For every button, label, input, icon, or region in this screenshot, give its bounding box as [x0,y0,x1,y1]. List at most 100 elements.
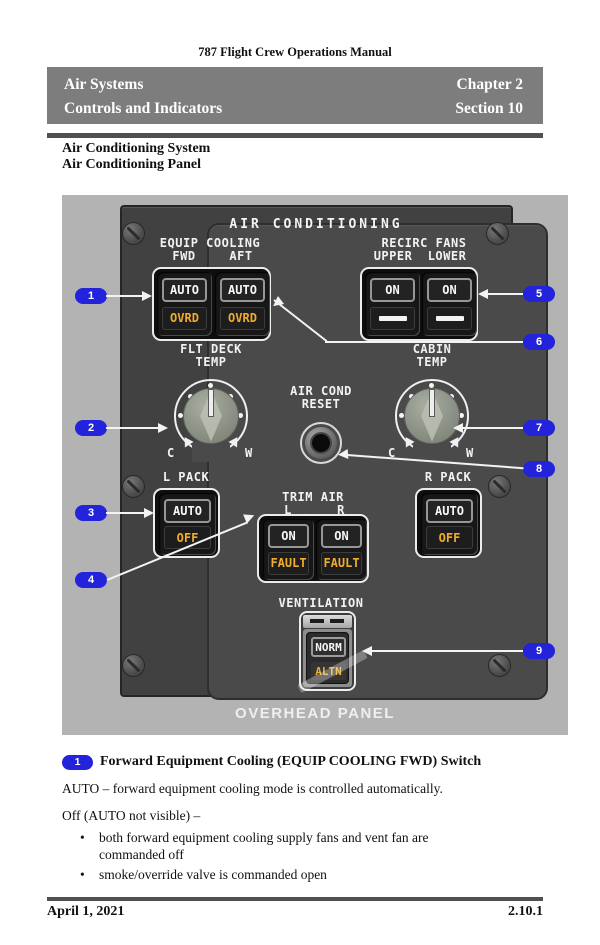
recirc-fans-switch-group: ON ON [360,267,478,341]
equip-cooling-fwd-label: FWD [172,249,196,263]
callout-line-2 [106,427,159,429]
callout-arrow-8 [337,449,349,460]
section-number: Section 10 [455,100,523,117]
cabin-temp-label-line2: TEMP [416,355,448,369]
recirc-upper-label: UPPER [373,249,413,263]
callout-badge-8: 8 [523,461,555,477]
description-bullet-list: • both forward equipment cooling supply … [80,830,480,887]
equip-cooling-fwd-switch[interactable]: AUTO OVRD [157,272,212,336]
callout-badge-2: 2 [75,420,107,436]
footer-divider [47,897,543,901]
switch-bar-icon [378,315,407,321]
callout-badge-1-inline: 1 [62,754,93,770]
screw-icon [122,475,145,498]
equip-cooling-aft-switch[interactable]: AUTO OVRD [215,272,270,336]
equip-cooling-switch-group: AUTO OVRD AUTO OVRD [152,267,271,341]
callout-badge-6: 6 [523,334,555,350]
list-item: • both forward equipment cooling supply … [80,830,429,862]
footer-page-number: 2.10.1 [508,904,543,919]
trim-air-l-label: L [284,503,292,517]
equip-cooling-aft-auto-legend: AUTO [220,278,265,303]
air-cond-reset-label-line2: RESET [301,397,341,411]
ventilation-guarded-switch[interactable]: NORM ALTN [297,611,368,694]
knob-pointer [429,389,435,417]
description-line-off: Off (AUTO not visible) – [62,808,201,823]
cold-label: C [388,446,396,460]
trim-air-r-switch[interactable]: ON FAULT [316,519,367,580]
knob-body [183,388,239,444]
recirc-lower-bar-cell [427,306,472,330]
callout-badge-4: 4 [75,572,107,588]
bullet-icon: • [80,866,85,882]
callout-badge-5: 5 [523,286,555,302]
callout-arrow-9 [362,646,372,656]
callout-arrow-5 [478,289,488,299]
list-item: • smoke/override valve is commanded open [80,866,327,882]
guard-cover: NORM ALTN [297,629,368,694]
callout-badge-7: 7 [523,420,555,436]
trim-air-switch-group: ON FAULT ON FAULT [257,514,369,583]
air-cond-reset-button[interactable] [300,422,342,464]
callout-line-6 [325,341,523,343]
chapter-subtitle: Controls and Indicators [64,100,223,117]
r-pack-switch[interactable]: AUTO OFF [421,493,478,555]
trim-air-r-label: R [337,503,345,517]
recirc-upper-bar-cell [370,306,415,330]
equip-cooling-aft-label: AFT [229,249,253,263]
recirc-lower-label: LOWER [427,249,467,263]
r-pack-label: R PACK [424,470,472,484]
callout-badge-9: 9 [523,643,555,659]
recirc-upper-on-legend: ON [370,278,415,303]
trim-air-r-fault-legend: FAULT [321,551,362,575]
recirc-lower-on-legend: ON [427,278,472,303]
l-pack-off-legend: OFF [164,526,211,550]
air-cond-reset-label-line1: AIR COND [290,384,352,398]
warm-label: W [466,446,474,460]
callout-arrow-2 [158,423,168,433]
recirc-upper-switch[interactable]: ON [365,272,420,336]
ventilation-label: VENTILATION [278,596,364,610]
flt-deck-temp-knob[interactable]: C W [165,370,257,462]
trim-air-label: TRIM AIR [282,490,344,504]
callout-badge-1: 1 [75,288,107,304]
guard-hinge [303,615,352,628]
chapter-header-bar: Air Systems Chapter 2 Controls and Indic… [47,67,543,124]
l-pack-auto-legend: AUTO [164,498,211,523]
knob-body [404,388,460,444]
callout-arrow-3 [144,508,154,518]
screw-icon [488,654,511,677]
screw-icon [488,475,511,498]
cabin-temp-knob[interactable]: C W [386,370,478,462]
panel-figure: AIR CONDITIONING EQUIP COOLING FWD AFT A… [62,195,568,735]
screw-icon [122,222,145,245]
chapter-title: Air Systems [64,76,144,93]
ventilation-norm-legend: NORM [311,637,346,657]
bullet-icon: • [80,830,85,845]
trim-air-l-switch[interactable]: ON FAULT [263,519,314,580]
chapter-number: Chapter 2 [456,76,523,93]
callout-line-5 [486,293,523,295]
callout-line-7 [461,427,523,429]
callout-line-9 [370,650,523,652]
r-pack-switch-group: AUTO OFF [415,488,482,558]
callout-arrow-7 [453,423,463,433]
cold-label: C [167,446,175,460]
ventilation-altn-legend: ALTN [311,662,346,680]
panel-title: AIR CONDITIONING [229,217,403,232]
callout-line-1 [106,295,143,297]
callout-description-heading: 1 Forward Equipment Cooling (EQUIP COOLI… [62,754,481,770]
footer-date: April 1, 2021 [47,904,125,919]
manual-title: 787 Flight Crew Operations Manual [198,45,392,59]
trim-air-l-fault-legend: FAULT [268,551,309,575]
page-footer: April 1, 2021 2.10.1 [47,904,543,920]
flt-deck-temp-label-line1: FLT DECK [180,342,242,356]
recirc-lower-switch[interactable]: ON [422,272,477,336]
description-line-auto: AUTO – forward equipment cooling mode is… [62,781,443,796]
l-pack-switch[interactable]: AUTO OFF [159,493,216,555]
callout-arrow-1 [142,291,152,301]
screw-icon [486,222,509,245]
section-heading-line2: Air Conditioning Panel [62,157,201,172]
r-pack-auto-legend: AUTO [426,498,473,523]
callout-line-3 [106,512,145,514]
